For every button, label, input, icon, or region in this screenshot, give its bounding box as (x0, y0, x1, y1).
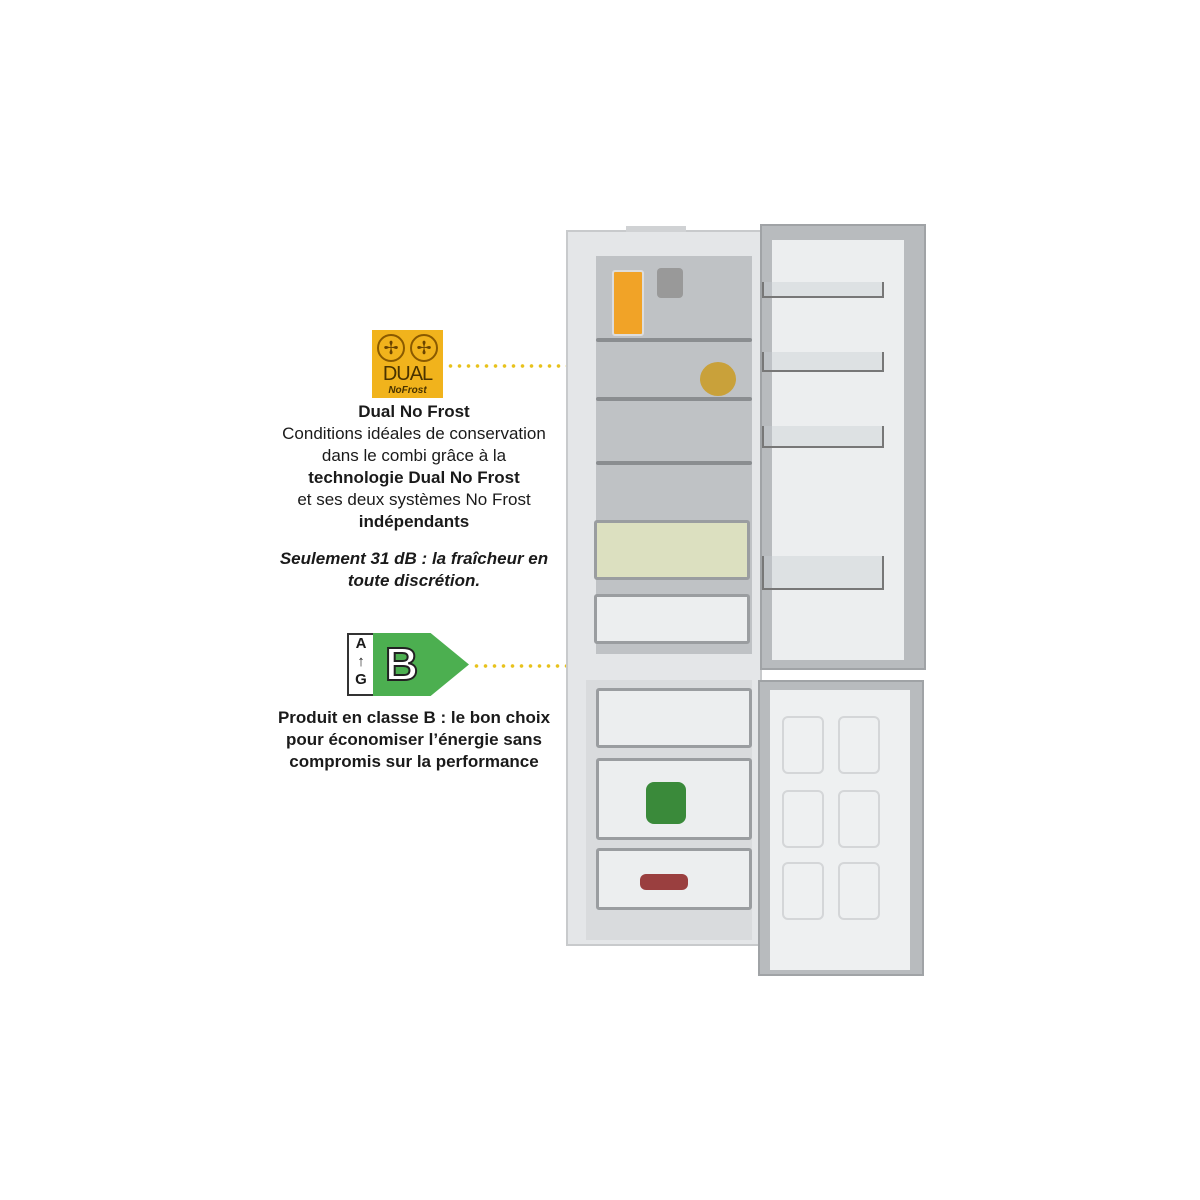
meat (640, 874, 688, 890)
fridge-shelf (596, 397, 752, 401)
energy-scale-bottom: G (355, 671, 367, 688)
dual-line1: Conditions idéales de conservation (282, 424, 546, 443)
dual-line2: dans le combi grâce à la (321, 446, 507, 465)
upper-door-liner (772, 240, 904, 660)
lower-door-liner (770, 690, 910, 970)
chill-drawer (594, 594, 750, 644)
fridge-shelf (596, 338, 752, 342)
fridge-shelf (596, 461, 752, 465)
fridge-top-vent (626, 226, 686, 232)
door-panel (838, 716, 880, 774)
dual-title: Dual No Frost (358, 402, 470, 421)
control-panel (657, 268, 683, 298)
crisper-drawer (594, 520, 750, 580)
door-panel (782, 790, 824, 848)
dual-connector-dots (446, 364, 646, 368)
dual-line3: technologie Dual No Frost (308, 468, 520, 487)
energy-connector-dots (472, 664, 648, 668)
energy-class: B (384, 637, 419, 691)
noise-note-line1: Seulement 31 dB : la fraîcheur en (279, 549, 549, 568)
door-panel (838, 862, 880, 920)
door-shelf (762, 426, 884, 448)
arrow-up-icon: ↑ (357, 653, 365, 670)
dual-nofrost-badge: ✢ ✢ DUAL NoFrost (372, 330, 443, 398)
freezer-drawer-1 (596, 688, 752, 748)
fan-icon: ✢ (377, 334, 405, 362)
door-shelf (762, 282, 884, 298)
fan-icon: ✢ (410, 334, 438, 362)
door-shelf (762, 352, 884, 372)
door-panel (782, 716, 824, 774)
pineapple (700, 362, 736, 396)
door-panel (782, 862, 824, 920)
energy-line1: Produit en classe B : le bon choix (277, 708, 551, 727)
badge-dual-text: DUAL (382, 363, 433, 385)
energy-line2: pour économiser l’énergie sans (285, 730, 543, 749)
dual-line5: indépendants (358, 512, 470, 531)
door-shelf (762, 556, 884, 590)
energy-label: A ↑ G B (347, 633, 469, 696)
energy-line3: compromis sur la performance (289, 752, 539, 771)
badge-nofrost-text: NoFrost (388, 385, 427, 396)
dual-line4: et ses deux systèmes No Frost (297, 490, 531, 509)
juice-jug (612, 270, 644, 336)
vegetables (646, 782, 686, 824)
noise-note-line2: toute discrétion. (347, 571, 481, 590)
energy-scale-top: A (355, 635, 367, 652)
door-panel (838, 790, 880, 848)
